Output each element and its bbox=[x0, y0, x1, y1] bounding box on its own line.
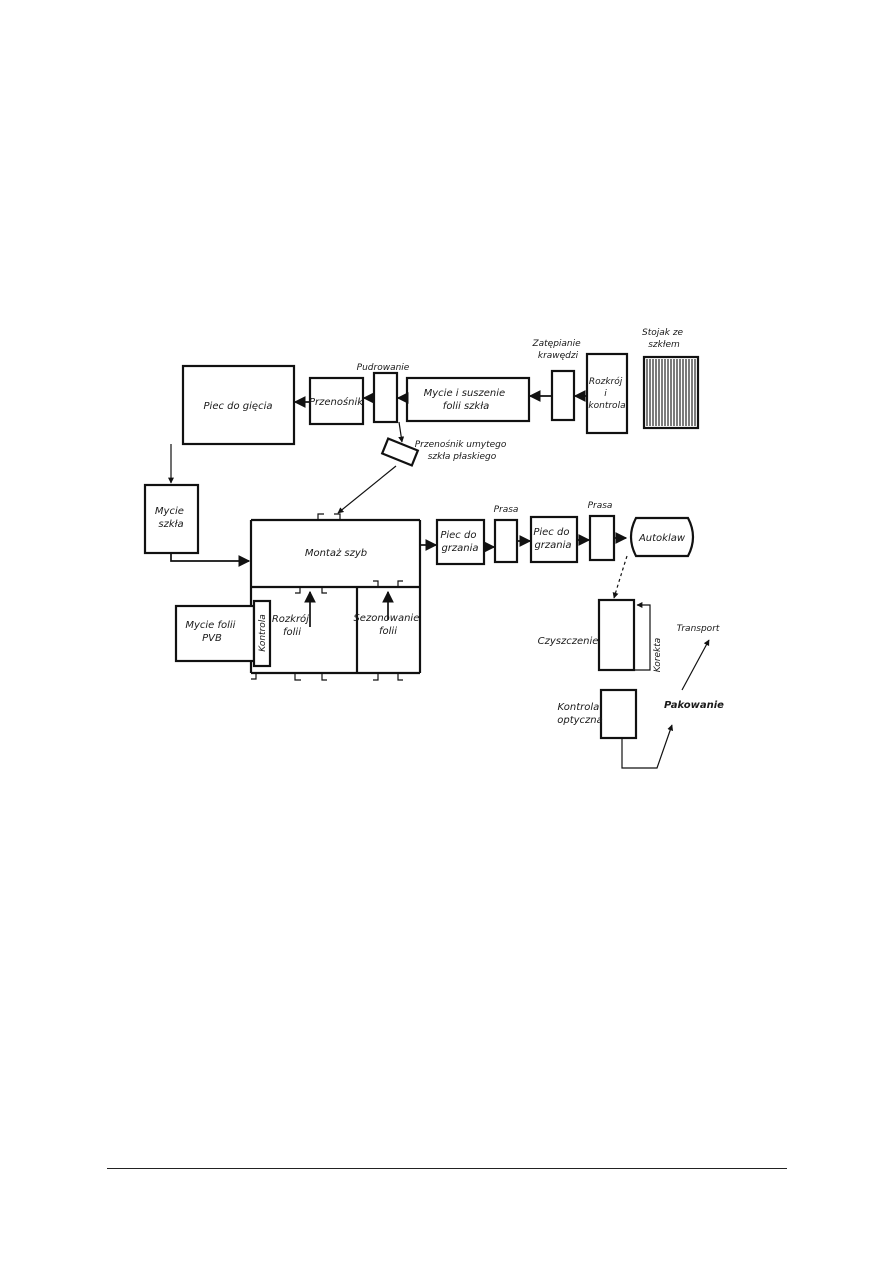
arrow-to-przenosnik-umytego bbox=[398, 421, 405, 443]
zatepianie-label: Zatępianie krawędzi bbox=[531, 339, 583, 361]
prasa-1-box bbox=[493, 518, 519, 564]
montaz-szyb-frame bbox=[249, 513, 422, 681]
korekta-label: Korekta bbox=[653, 638, 663, 673]
prasa-1-label: Prasa bbox=[494, 505, 519, 515]
transport-label: Transport bbox=[677, 624, 720, 634]
arrow-autoklaw-czyszczenie bbox=[612, 555, 628, 599]
autoklaw-shape bbox=[629, 516, 695, 558]
stojak-ze-szklem-rack bbox=[642, 355, 700, 430]
piec-grzania-2-label: Piec do grzania bbox=[533, 527, 572, 551]
przenosnik-umytego-box bbox=[380, 437, 420, 467]
arrow-pakowanie bbox=[621, 724, 674, 769]
autoklaw-label: Autoklaw bbox=[638, 533, 686, 544]
arrow-przenosnik-umytego-montaz bbox=[337, 465, 397, 514]
stojak-label: Stojak ze szkłem bbox=[642, 328, 686, 350]
pudrowanie-box bbox=[372, 371, 399, 424]
rozkroj-kontrola-box bbox=[585, 352, 629, 435]
mycie-folii-pvb-label: Mycie folii PVB bbox=[185, 620, 238, 644]
mycie-suszenie-box bbox=[405, 376, 531, 423]
montaz-szyb-label: Montaż szyb bbox=[305, 548, 367, 559]
sezonowanie-label: Sezonowanie folii bbox=[353, 613, 422, 637]
przenosnik-box bbox=[308, 376, 365, 426]
mycie-suszenie-label: Mycie i suszenie folii szkła bbox=[424, 388, 509, 412]
mycie-szkla-box bbox=[143, 483, 200, 555]
czyszczenie-box bbox=[597, 598, 636, 672]
piec-grzania-1-box bbox=[435, 518, 486, 566]
mycie-szkla-label: Mycie szkła bbox=[155, 506, 187, 530]
piec-giecia-label: Piec do gięcia bbox=[204, 401, 273, 412]
footer-divider bbox=[107, 1168, 787, 1169]
prasa-2-box bbox=[588, 514, 616, 562]
kontrola-optyczna-label: Kontrola optyczna bbox=[557, 702, 603, 726]
arrow-mycie-szkla-montaz bbox=[170, 553, 251, 567]
rozkroj-kontrola-label: Rozkrój i kontrola bbox=[588, 376, 625, 411]
pudrowanie-label: Pudrowanie bbox=[357, 363, 410, 373]
kontrola-pvb-box bbox=[252, 599, 272, 668]
mycie-folii-pvb-box bbox=[174, 604, 256, 663]
piec-giecia-box bbox=[181, 364, 296, 446]
piec-grzania-1-label: Piec do grzania bbox=[440, 530, 479, 554]
kontrola-optyczna-box bbox=[599, 688, 638, 740]
kontrola-pvb-label: Kontrola bbox=[258, 614, 268, 652]
czyszczenie-label: Czyszczenie bbox=[538, 636, 599, 647]
rozkroj-folii-label: Rozkrój folii bbox=[272, 613, 312, 638]
zatepianie-box bbox=[550, 369, 576, 422]
przenosnik-label: Przenośnik bbox=[309, 396, 364, 408]
prasa-2-label: Prasa bbox=[588, 501, 613, 511]
korekta-loop bbox=[634, 602, 651, 671]
arrow-transport bbox=[681, 639, 710, 691]
przenosnik-umytego-label: Przenośnik umytego szkła płaskiego bbox=[415, 439, 510, 462]
pakowanie-label: Pakowanie bbox=[664, 700, 724, 711]
